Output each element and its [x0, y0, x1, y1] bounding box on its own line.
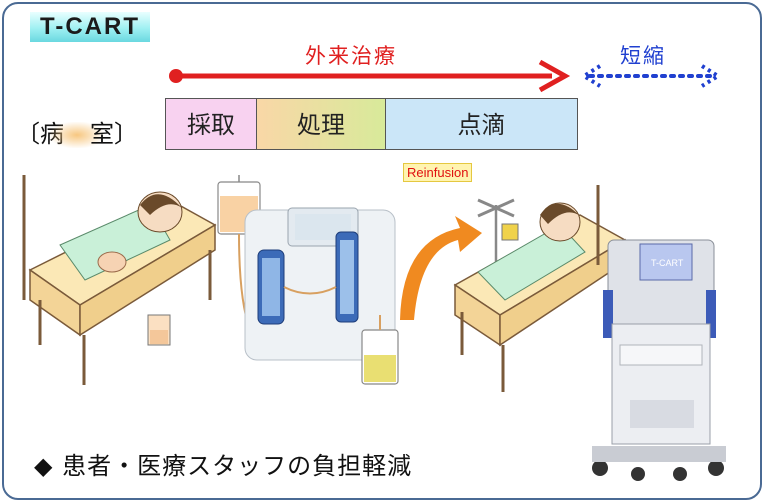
shorten-arrow: [580, 64, 722, 88]
title-badge: T-CART: [30, 12, 150, 42]
ward-label: 〔病室〕: [16, 114, 138, 149]
patient-bed-right: [453, 185, 627, 392]
drip-stand: [477, 198, 519, 265]
bottom-caption: ◆ 患者・医療スタッフの負担軽減: [34, 452, 413, 480]
patient-bed-left: [22, 175, 217, 385]
segment-drip: 点滴: [385, 98, 578, 150]
tcart-machine: [592, 239, 726, 481]
outpatient-arrow: [169, 59, 571, 93]
reinfusion-label: Reinfusion: [403, 163, 473, 182]
segment-collect: 採取: [165, 98, 257, 150]
outpatient-label: 外来治療: [305, 44, 397, 68]
segment-process: 処理: [256, 98, 386, 150]
processing-device: [244, 207, 399, 385]
ward-label-part2: 室〕: [90, 120, 138, 148]
reinfusion-arrow: [400, 216, 482, 320]
shorten-label: 短縮: [620, 44, 666, 68]
